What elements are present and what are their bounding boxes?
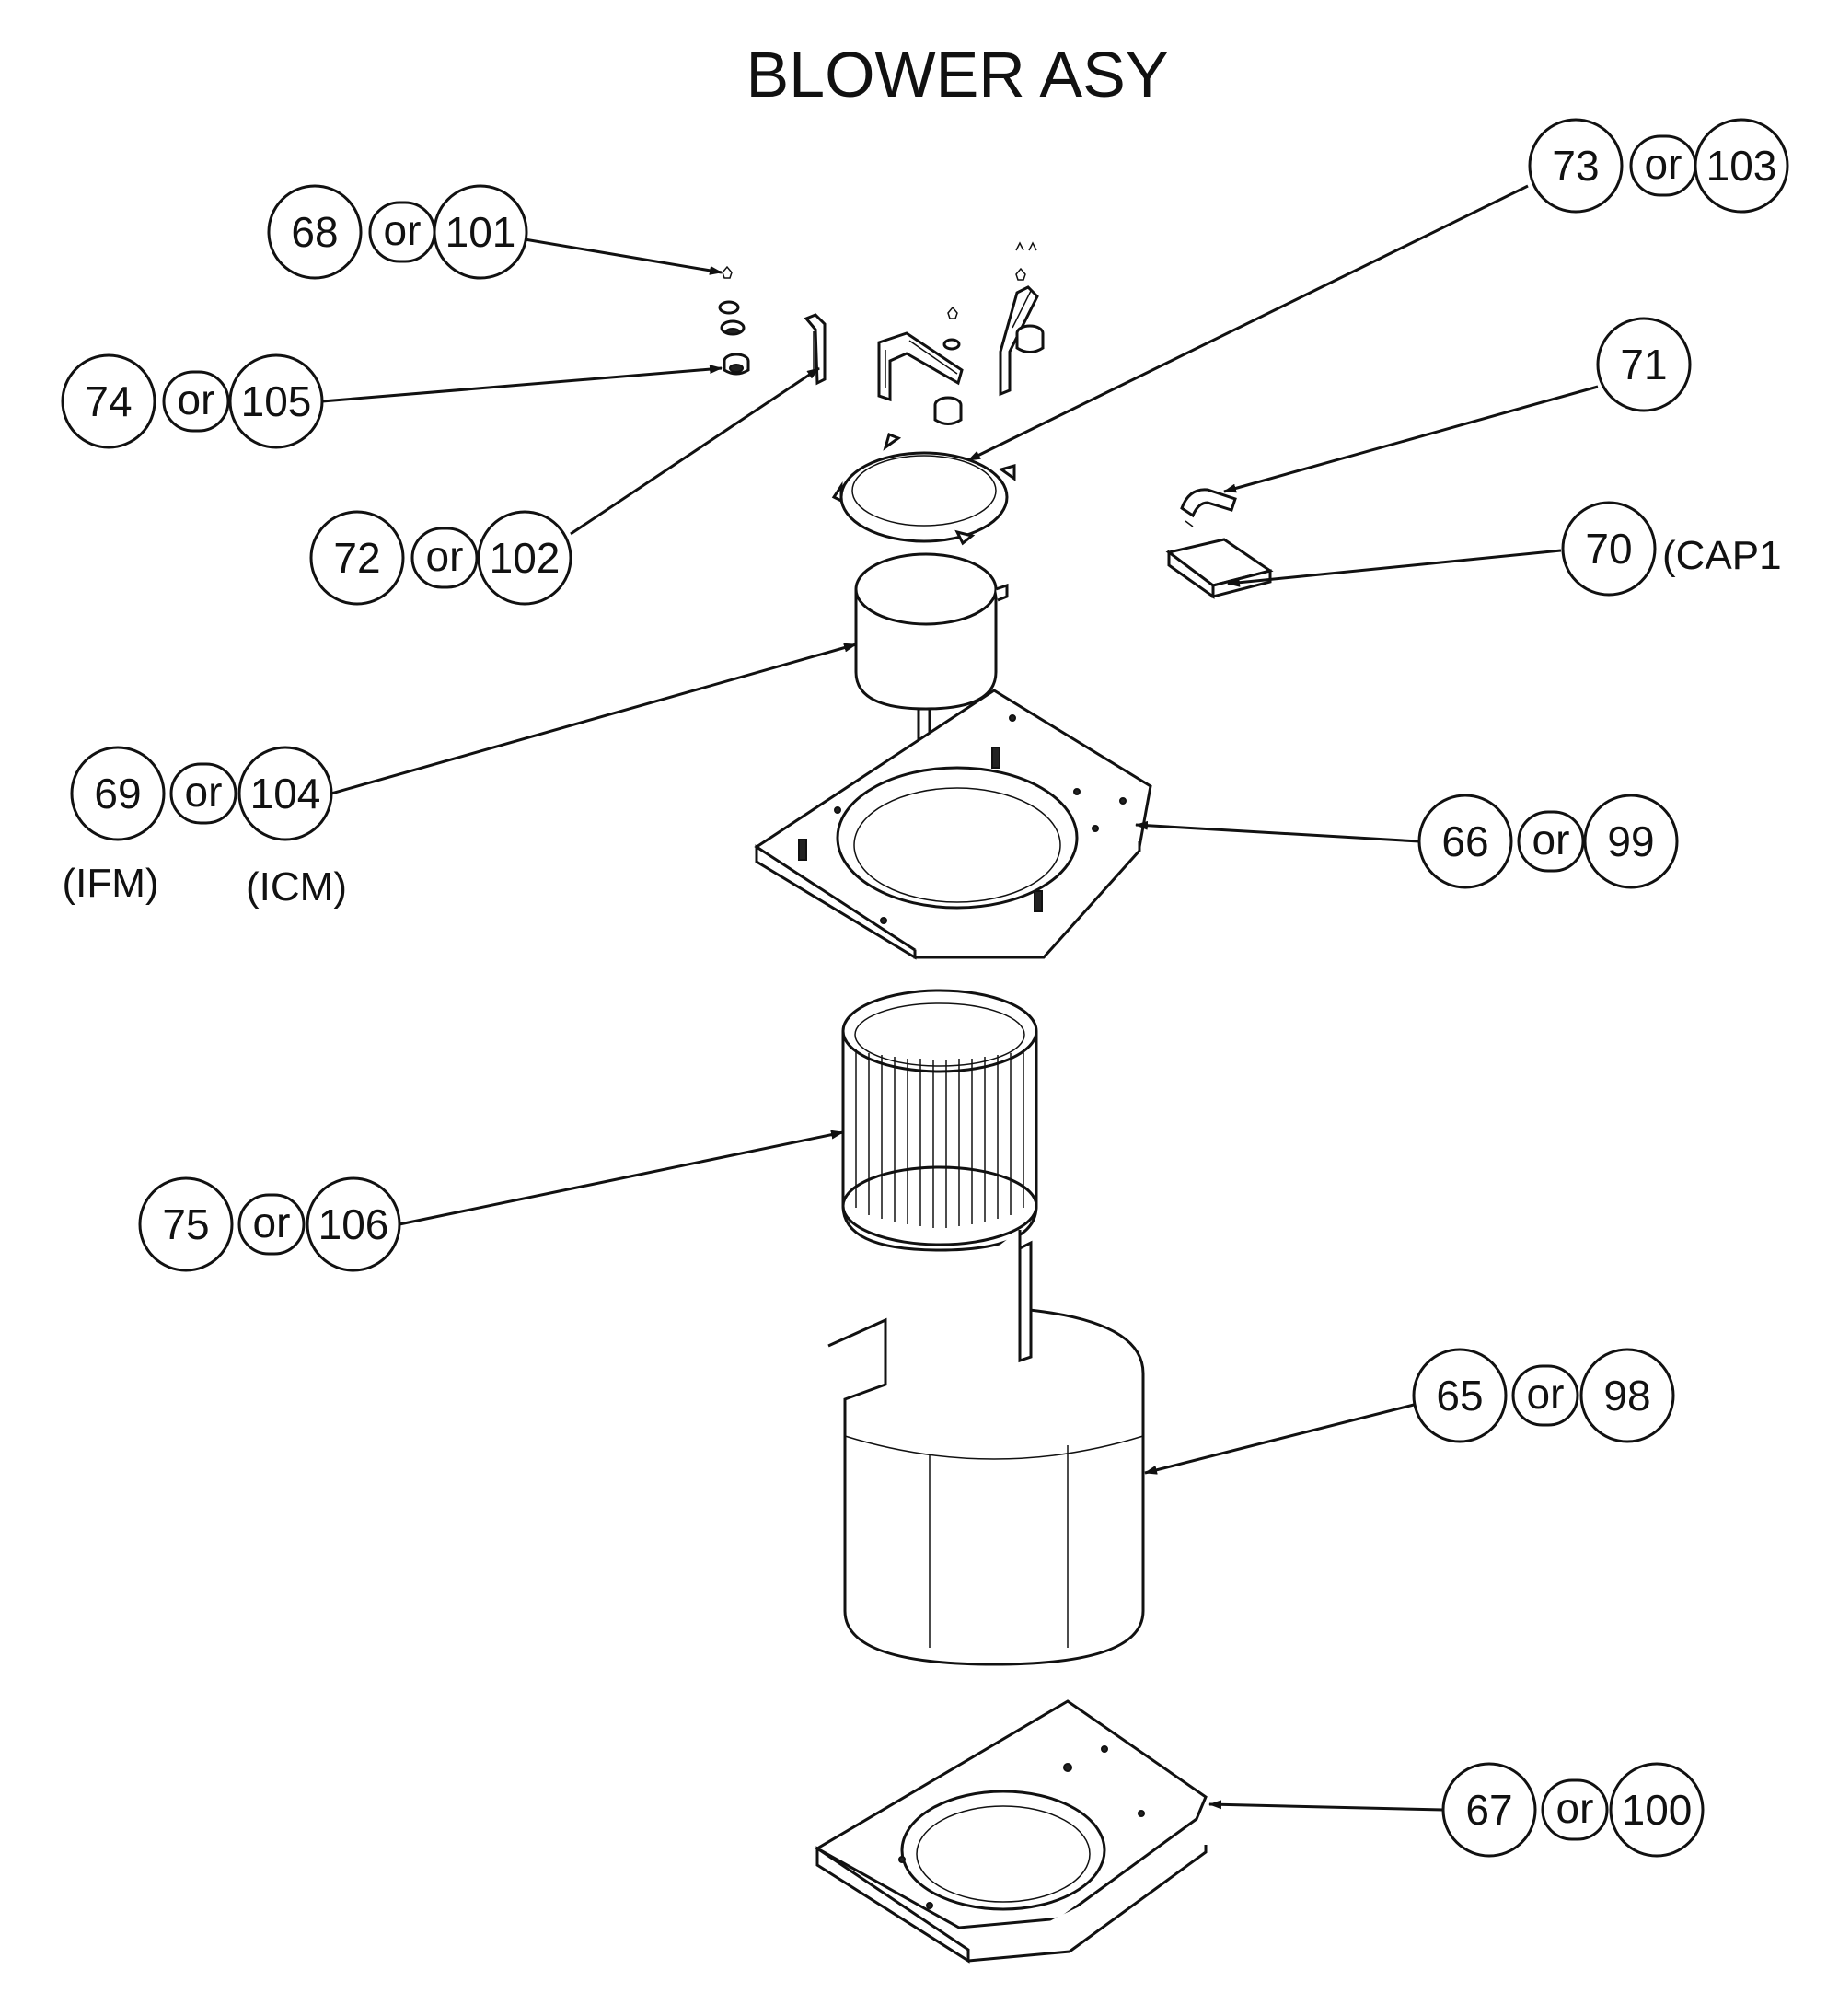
callout-number-alt: 103 — [1706, 142, 1777, 190]
callout-68-or-101: 68 or 101 — [267, 184, 528, 280]
callout-number-alt: 98 — [1603, 1372, 1650, 1419]
callout-or: or — [384, 206, 422, 254]
callout-number: 68 — [291, 208, 338, 256]
callout-or: or — [185, 768, 223, 816]
leader-67 — [1208, 1800, 1444, 1812]
callout-number-alt: 105 — [241, 377, 312, 425]
callout-note-icm: (ICM) — [246, 864, 347, 910]
callout-number-alt: 100 — [1622, 1786, 1693, 1834]
blower-bottom-plate — [814, 1699, 1208, 1964]
callout-74-or-105: 74 or 105 — [61, 353, 324, 449]
blower-wheel — [841, 989, 1038, 1252]
callout-number: 69 — [94, 770, 141, 817]
leader-75 — [399, 1130, 844, 1226]
callout-number: 70 — [1585, 525, 1632, 573]
callout-70: 70 (CAP1 — [1561, 501, 1782, 597]
blower-motor — [854, 552, 1009, 755]
leader-72 — [570, 366, 820, 536]
leader-74 — [321, 365, 723, 403]
motor-mount-bracket-left — [804, 313, 827, 386]
callout-73-or-103: 73 or 103 — [1528, 118, 1789, 214]
run-capacitor — [1165, 538, 1274, 599]
callout-number-alt: 104 — [250, 770, 321, 817]
leader-71 — [1223, 385, 1599, 493]
leader-70 — [1227, 549, 1562, 587]
blower-housing — [827, 1230, 1145, 1666]
callout-or: or — [1556, 1784, 1594, 1832]
callout-number-alt: 99 — [1607, 817, 1654, 865]
callout-67-or-100: 67 or 100 — [1441, 1762, 1705, 1858]
blower-top-plate — [754, 689, 1152, 960]
callout-number: 67 — [1465, 1786, 1512, 1834]
callout-number: 72 — [333, 534, 380, 582]
callout-or: or — [1527, 1370, 1565, 1418]
leader-73 — [967, 184, 1529, 462]
callout-or: or — [178, 376, 215, 423]
leader-65 — [1144, 1403, 1415, 1475]
leader-69 — [330, 643, 857, 795]
callout-66-or-99: 66 or 99 — [1417, 794, 1679, 889]
callout-69-or-104: 69 or 104 (IFM) (ICM) — [62, 746, 347, 910]
callout-number-alt: 101 — [445, 208, 516, 256]
callout-65-or-98: 65 or 98 — [1412, 1348, 1675, 1443]
leader-66 — [1135, 820, 1420, 843]
callout-or: or — [426, 532, 464, 580]
fastener-cluster-left — [718, 265, 750, 376]
callout-72-or-102: 72 or 102 — [309, 510, 572, 606]
callout-note: (CAP1 — [1662, 533, 1782, 578]
callout-number: 66 — [1441, 817, 1488, 865]
callout-number: 73 — [1552, 142, 1599, 190]
callout-number-alt: 102 — [490, 534, 561, 582]
callout-number: 65 — [1436, 1372, 1483, 1419]
callout-or: or — [1645, 140, 1682, 188]
callout-number: 74 — [85, 377, 132, 425]
callout-75-or-106: 75 or 106 — [138, 1176, 401, 1272]
motor-mount-brackets-center — [877, 241, 1045, 425]
motor-mount-ring — [831, 432, 1016, 546]
callout-71: 71 — [1596, 317, 1692, 412]
callout-note-ifm: (IFM) — [62, 861, 158, 906]
callout-number-alt: 106 — [318, 1200, 389, 1248]
diagram-title: BLOWER ASY — [746, 39, 1168, 110]
callout-number: 75 — [162, 1200, 209, 1248]
leader-68 — [524, 238, 723, 275]
callout-or: or — [253, 1199, 291, 1246]
capacitor-strap — [1180, 488, 1237, 527]
callout-number: 71 — [1620, 341, 1667, 388]
callout-or: or — [1532, 816, 1570, 863]
